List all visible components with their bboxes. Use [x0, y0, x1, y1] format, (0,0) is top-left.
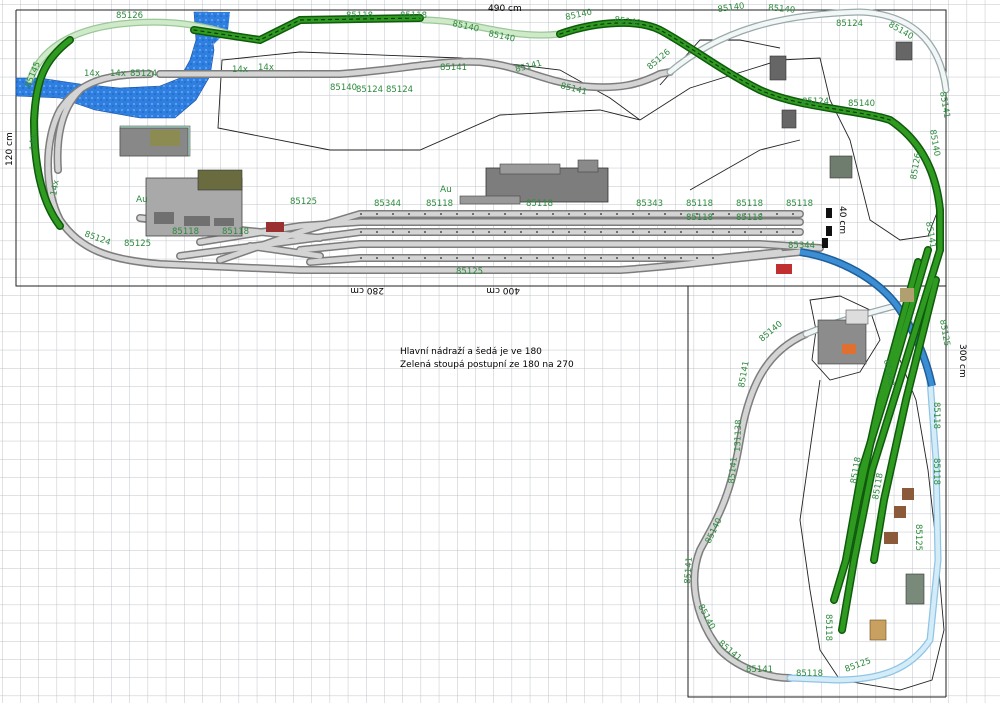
track-label: 85126	[116, 11, 143, 21]
buffer-stops	[822, 208, 832, 248]
track-label: 85125	[937, 319, 952, 347]
track-label: 14x	[110, 69, 126, 79]
track-label: 85126	[909, 152, 924, 180]
track-label: 85118	[346, 11, 373, 21]
track-label: 85125	[290, 197, 317, 207]
track-label: 85124	[802, 97, 829, 107]
track-label: 85141	[923, 221, 938, 249]
plan-note: Hlavní nádraží a šedá je ve 180 Zelená s…	[400, 346, 574, 372]
track-label: 85140	[768, 3, 796, 16]
track-label: 85118	[931, 458, 941, 485]
building-label-au: Au	[136, 195, 148, 205]
track-label: 85118	[871, 472, 886, 500]
note-line-1: Hlavní nádraží a šedá je ve 180	[400, 347, 542, 357]
track-label: 85118	[823, 614, 833, 641]
dimension-right: 300 cm	[957, 344, 967, 378]
track-label: 85118	[686, 213, 713, 223]
track-label: 85344	[374, 199, 401, 209]
track-label: 85125	[124, 239, 151, 249]
track-label: 85141	[440, 63, 467, 73]
track-label: 85118	[686, 199, 713, 209]
track-label: 85118	[736, 213, 763, 223]
dimension-280: 280 cm	[350, 285, 384, 295]
track-label: 85124	[130, 69, 157, 79]
green-tracks	[29, 14, 944, 634]
track-label: 85141	[683, 557, 695, 585]
dimension-left: 120 cm	[5, 132, 15, 166]
track-label: 85140	[927, 129, 942, 157]
track-label: 85118	[526, 199, 553, 209]
track-label: 85343	[636, 199, 663, 209]
track-label: 85118	[222, 227, 249, 237]
track-label: 14x	[49, 179, 62, 196]
track-label: 85343	[881, 359, 896, 387]
track-label: 85140	[614, 15, 642, 29]
blue-ramp	[799, 248, 936, 387]
track-label: 131138	[733, 419, 744, 452]
buildings	[119, 41, 925, 641]
track-label: 85118	[172, 227, 199, 237]
track-label: 14x	[258, 63, 274, 73]
track-label: 85118	[849, 456, 864, 484]
track-label: 85125	[913, 524, 923, 551]
track-label: 85125	[456, 267, 483, 277]
track-label: 14x	[232, 65, 248, 75]
track-label: 85118	[786, 199, 813, 209]
track-label: 85141	[746, 665, 773, 675]
board-outline	[15, 9, 947, 698]
note-line-2: Zelená stoupá postupní ze 180 na 270	[400, 360, 574, 370]
track-label: 85124	[356, 85, 383, 95]
building-labels: Au Au	[136, 185, 452, 205]
track-label: 85124	[386, 85, 413, 95]
track-label: 14x	[29, 134, 39, 150]
track-label: 85118	[400, 11, 427, 21]
track-label: 14x	[84, 69, 100, 79]
dimension-40: 40 cm	[837, 206, 847, 234]
light-tracks	[26, 8, 950, 684]
dimension-top: 490 cm	[488, 4, 522, 14]
track-label: 85141	[727, 456, 740, 484]
track-label: 85344	[788, 241, 815, 251]
track-label: 85124	[836, 19, 863, 29]
track-label: 85118	[931, 402, 941, 429]
dimension-labels: 490 cm 120 cm 300 cm 400 cm 280 cm 40 cm	[5, 4, 967, 378]
track-label: 85140	[848, 99, 875, 109]
track-label: 85118	[736, 199, 763, 209]
track-label: 85141	[937, 91, 952, 119]
track-label: 85141	[737, 360, 752, 388]
track-label: 85118	[796, 669, 823, 679]
track-label: 85140	[330, 83, 357, 93]
dimension-400: 400 cm	[486, 285, 520, 295]
track-label: 85140	[717, 1, 745, 15]
track-label: 85118	[426, 199, 453, 209]
building-label-au: Au	[440, 185, 452, 195]
